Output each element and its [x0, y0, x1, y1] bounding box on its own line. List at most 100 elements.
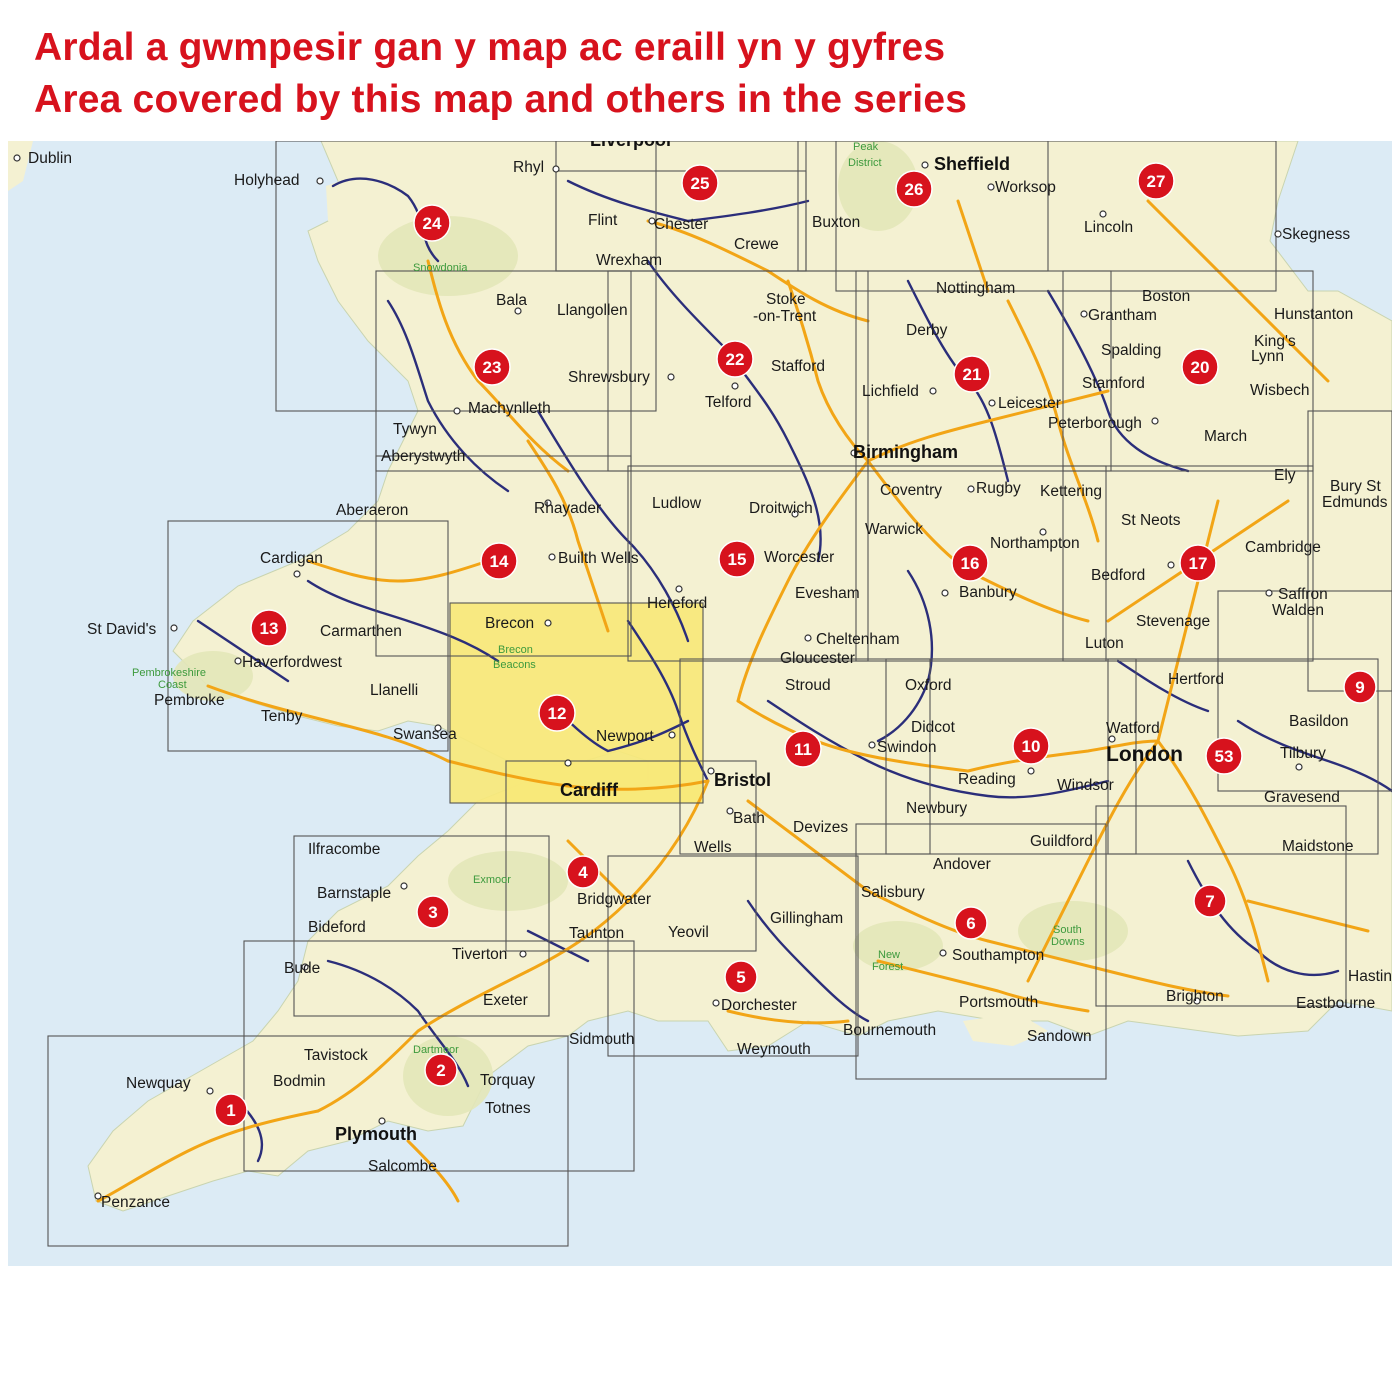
sheet-marker-14[interactable]: 14 [480, 542, 518, 580]
svg-text:23: 23 [483, 358, 502, 377]
sheet-marker-20[interactable]: 20 [1181, 348, 1219, 386]
park-pembrokeshire: Pembrokeshire [132, 667, 206, 679]
svg-text:9: 9 [1355, 678, 1364, 697]
place-bideford: Bideford [308, 919, 366, 936]
place-hastings: Hastings [1348, 968, 1392, 985]
place-shrewsbury: Shrewsbury [568, 369, 650, 386]
place-bala: Bala [496, 292, 527, 309]
park-dartmoor: Dartmoor [413, 1044, 459, 1056]
place-tenby: Tenby [261, 708, 303, 725]
place-grantham: Grantham [1088, 307, 1157, 324]
place-bedford: Bedford [1091, 567, 1145, 584]
place-yeovil: Yeovil [668, 924, 709, 941]
place-oxford: Oxford [905, 677, 952, 694]
sheet-marker-17[interactable]: 17 [1179, 544, 1217, 582]
place-brecon: Brecon [485, 615, 534, 632]
sheet-marker-3[interactable]: 3 [416, 895, 450, 929]
place-crewe: Crewe [734, 236, 779, 253]
sheet-marker-5[interactable]: 5 [724, 960, 758, 994]
sheet-marker-21[interactable]: 21 [953, 355, 991, 393]
place-liverpool: Liverpool [590, 141, 671, 150]
park-beacons: Beacons [493, 659, 536, 671]
place-march: March [1204, 428, 1247, 445]
sheet-marker-26[interactable]: 26 [895, 170, 933, 208]
sheet-marker-13[interactable]: 13 [250, 609, 288, 647]
sheet-marker-27[interactable]: 27 [1137, 162, 1175, 200]
place-hunstanton: Hunstanton [1274, 306, 1353, 323]
sheet-marker-23[interactable]: 23 [473, 348, 511, 386]
svg-text:10: 10 [1022, 737, 1041, 756]
title-block: Ardal a gwmpesir gan y map ac eraill yn … [34, 22, 1374, 126]
sheet-marker-12[interactable]: 12 [538, 694, 576, 732]
park-new: New [878, 949, 900, 961]
sheet-marker-9[interactable]: 9 [1343, 670, 1377, 704]
place-watford: Watford [1106, 720, 1160, 737]
place-telford: Telford [705, 394, 752, 411]
sheet-marker-25[interactable]: 25 [681, 164, 719, 202]
place-machynlleth: Machynlleth [468, 400, 551, 417]
sheet-marker-6[interactable]: 6 [954, 906, 988, 940]
sheet-marker-7[interactable]: 7 [1193, 884, 1227, 918]
place-tywyn: Tywyn [393, 421, 437, 438]
place-st-neots: St Neots [1121, 512, 1181, 529]
place-nottingham: Nottingham [936, 280, 1015, 297]
place-portsmouth: Portsmouth [959, 994, 1038, 1011]
place-swansea: Swansea [393, 726, 457, 743]
place-cardigan: Cardigan [260, 550, 323, 567]
svg-text:4: 4 [578, 863, 588, 882]
place-weymouth: Weymouth [737, 1041, 811, 1058]
place-tiverton: Tiverton [452, 946, 507, 963]
sheet-outlines [47, 141, 1392, 1247]
place-skegness: Skegness [1282, 226, 1350, 243]
place-derby: Derby [906, 322, 948, 339]
svg-text:22: 22 [726, 350, 745, 369]
place-haverfordwest: Haverfordwest [242, 654, 343, 671]
place-didcot: Didcot [911, 719, 956, 736]
sheet-marker-24[interactable]: 24 [413, 204, 451, 242]
place-bude: Bude [284, 960, 320, 977]
place-warwick: Warwick [865, 521, 923, 538]
place-ilfracombe: Ilfracombe [308, 841, 380, 858]
sheet-marker-22[interactable]: 22 [716, 340, 754, 378]
coverage-map: Snowdonia Peak District Pembrokeshire Co… [8, 141, 1392, 1266]
place-stroud: Stroud [785, 677, 831, 694]
place-totnes: Totnes [485, 1100, 531, 1117]
place-plymouth: Plymouth [335, 1124, 417, 1144]
place-basildon: Basildon [1289, 713, 1348, 730]
park-forest: Forest [872, 961, 903, 973]
place-stafford: Stafford [771, 358, 825, 375]
place-sidmouth: Sidmouth [569, 1031, 634, 1048]
sheet-marker-2[interactable]: 2 [424, 1053, 458, 1087]
svg-text:17: 17 [1189, 554, 1208, 573]
place-bridgwater: Bridgwater [577, 891, 651, 908]
sheet-marker-15[interactable]: 15 [718, 540, 756, 578]
svg-text:16: 16 [961, 554, 980, 573]
svg-text:14: 14 [490, 552, 509, 571]
svg-text:53: 53 [1215, 747, 1234, 766]
place-taunton: Taunton [569, 925, 624, 942]
place-windsor: Windsor [1057, 777, 1114, 794]
park-south: South [1053, 924, 1082, 936]
place-ely: Ely [1274, 467, 1296, 484]
park-brecon: Brecon [498, 644, 533, 656]
place-evesham: Evesham [795, 585, 860, 602]
svg-text:25: 25 [691, 174, 710, 193]
sheet-marker-16[interactable]: 16 [951, 544, 989, 582]
title-english: Area covered by this map and others in t… [34, 78, 968, 121]
place-spalding: Spalding [1101, 342, 1161, 359]
place-sandown: Sandown [1027, 1028, 1092, 1045]
svg-text:20: 20 [1191, 358, 1210, 377]
sheet-marker-10[interactable]: 10 [1012, 727, 1050, 765]
anglesey [326, 171, 408, 236]
svg-text:12: 12 [548, 704, 567, 723]
svg-text:3: 3 [428, 903, 437, 922]
sheet-marker-53[interactable]: 53 [1205, 737, 1243, 775]
sheet-marker-1[interactable]: 1 [214, 1093, 248, 1127]
sheet-marker-11[interactable]: 11 [784, 730, 822, 768]
svg-text:24: 24 [423, 214, 442, 233]
place-dorchester: Dorchester [721, 997, 797, 1014]
svg-text:6: 6 [966, 914, 975, 933]
place-kings: King's [1254, 333, 1296, 350]
sheet-marker-4[interactable]: 4 [566, 855, 600, 889]
place-leicester: Leicester [998, 395, 1061, 412]
